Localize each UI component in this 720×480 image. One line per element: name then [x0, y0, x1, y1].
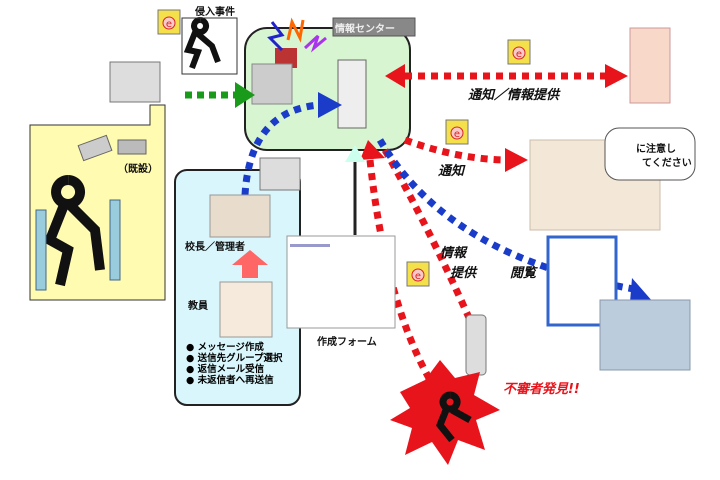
task-item: ● 送信先グループ選択 [186, 353, 283, 364]
browse-label: 閲覧 [510, 266, 537, 281]
teacher-icon [219, 281, 273, 338]
teacher-task-list: ● メッセージ作成 ● 送信先グループ選択 ● 返信メール受信 ● 未返信者へ再… [186, 342, 283, 386]
notify-arrow [403, 136, 511, 164]
email-icon [157, 9, 181, 35]
intruder-icon [183, 17, 221, 70]
school-building-icon [109, 61, 161, 103]
up-arrow [232, 250, 268, 278]
sensor-icon [77, 134, 113, 162]
email-icon [406, 261, 430, 287]
server-icon [337, 59, 367, 129]
info-label-2: 提供 [450, 266, 477, 281]
speech-line-2: てください [642, 158, 692, 169]
parent-icon [629, 27, 671, 104]
notify-info-label: 通知／情報提供 [468, 88, 560, 103]
speech-line-1: に注意し [636, 144, 676, 155]
email-icon [445, 119, 469, 145]
blue-arrow-to-center [241, 101, 321, 196]
form-screenshot [286, 235, 396, 329]
speech-bubble [604, 127, 696, 181]
transmitter-icon [275, 48, 297, 68]
incident-label: 侵入事件 [195, 7, 235, 18]
info-arrow [381, 148, 474, 322]
principal-icon [209, 194, 271, 238]
center-title: 情報センター [335, 24, 395, 35]
gate-intruder-icon [43, 175, 105, 287]
form-label: 作成フォーム [317, 337, 377, 348]
school-building-2-icon [259, 157, 301, 191]
info-label-1: 情報 [440, 246, 467, 261]
pc-user-icon [599, 299, 691, 371]
camera-icon [117, 139, 147, 155]
task-item: ● 返信メール受信 [186, 364, 265, 375]
operator-icon [251, 63, 293, 105]
email-icon [507, 39, 531, 65]
notify-label: 通知 [438, 164, 465, 179]
intruder-found-label: 不審者発見!! [503, 382, 580, 397]
task-item: ● メッセージ作成 [186, 342, 264, 353]
camera-label: （既設） [118, 164, 158, 175]
principal-label: 校長／管理者 [185, 242, 245, 253]
teacher-label: 教員 [188, 301, 208, 312]
task-item: ● 未返信者へ再送信 [186, 375, 274, 386]
intrusion-panel [29, 104, 166, 301]
mobile-phone-icon [465, 314, 487, 376]
